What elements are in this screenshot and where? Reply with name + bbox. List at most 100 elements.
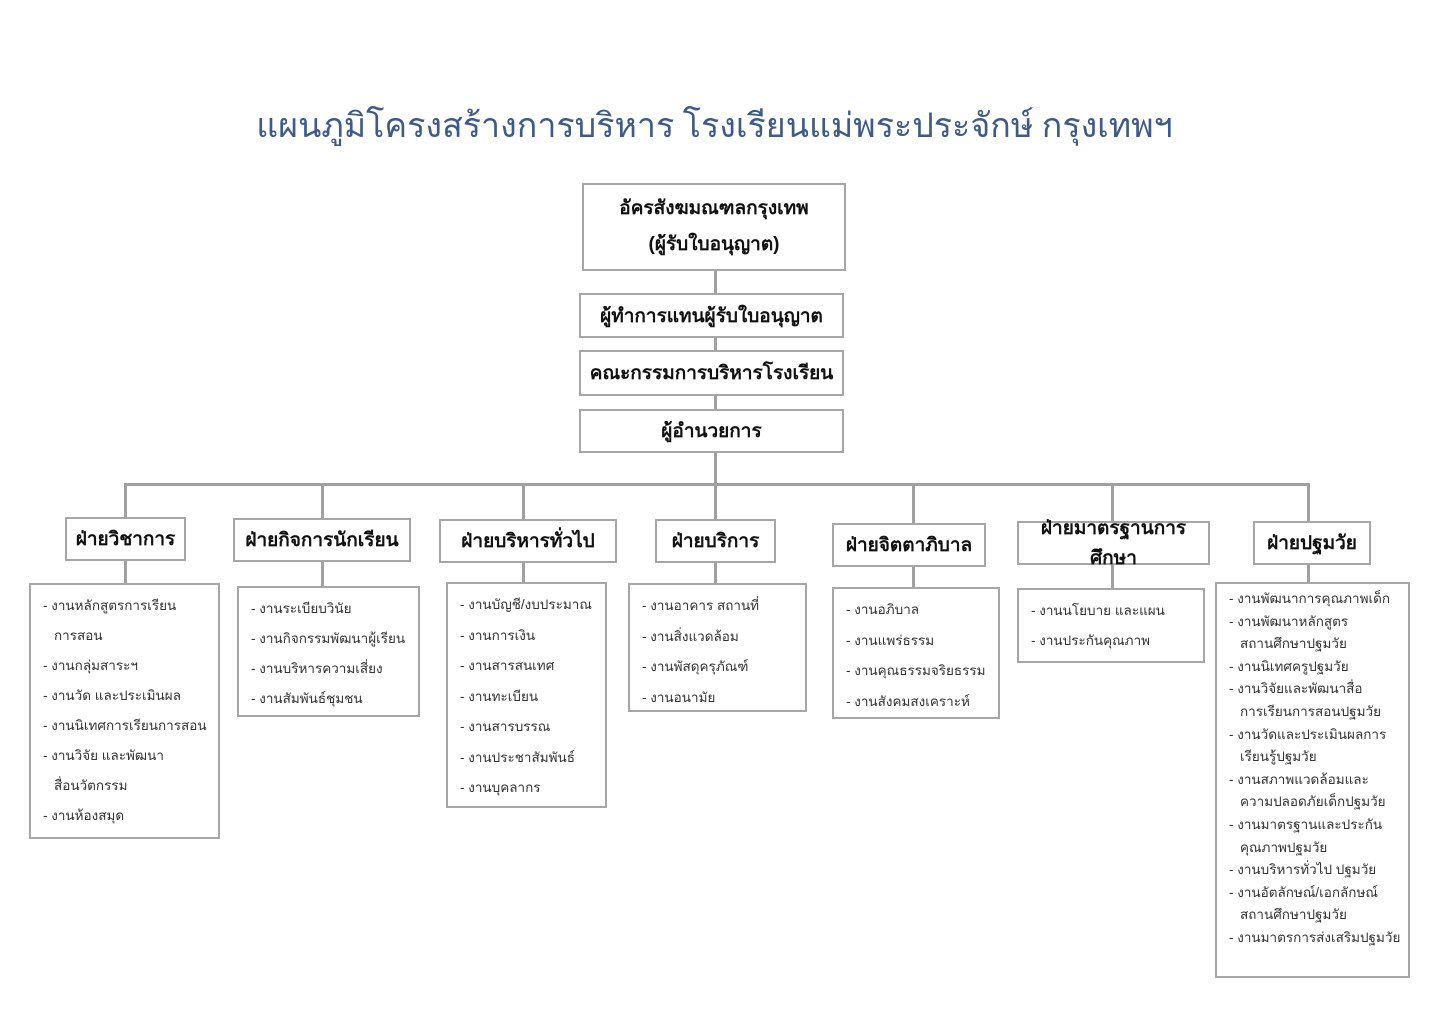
task-text: - งานระเบียบวินัย: [251, 601, 352, 616]
connector-line: [912, 567, 915, 587]
task-item: - งานประกันคุณภาพ: [1031, 626, 1193, 656]
box-label: (ผู้รับใบอนุญาต): [648, 234, 780, 255]
connector-line: [912, 485, 915, 523]
task-text: สื่อนวัตกรรม: [54, 778, 128, 793]
task-item: - งานนิเทศครูปฐมวัย: [1229, 656, 1398, 679]
connector-line: [321, 562, 324, 586]
task-text: ความปลอดภัยเด็กปฐมวัย: [1240, 794, 1386, 810]
task-text: - งานคุณธรรมจริยธรรม: [846, 663, 986, 678]
task-item: - งานระเบียบวินัย: [251, 594, 408, 624]
connector-line: [522, 563, 525, 582]
task-text: - งานสังคมสงเคราะห์: [846, 693, 970, 709]
task-text: สถานศึกษาปฐมวัย: [1240, 907, 1347, 923]
department-header: ฝ่ายบริการ: [655, 519, 776, 563]
connector-line: [1111, 485, 1114, 521]
task-text: เรียนรู้ปฐมวัย: [1240, 749, 1317, 765]
task-text: คุณภาพปฐมวัย: [1240, 839, 1328, 855]
task-text: - งานการเงิน: [460, 627, 536, 643]
connector-line: [714, 563, 717, 583]
department-header: ฝ่ายกิจการนักเรียน: [233, 518, 411, 562]
task-item: - งานอภิบาล: [846, 595, 988, 626]
department-header: ฝ่ายวิชาการ: [65, 517, 186, 561]
task-text: - งานทะเบียน: [460, 688, 539, 704]
task-item: - งานบุคลากร: [460, 773, 595, 804]
connector-line: [1307, 485, 1310, 521]
box-label: ผู้อำนวยการ: [661, 421, 762, 442]
task-item: - งานสังคมสงเคราะห์: [846, 687, 988, 718]
task-item: - งานบริหารทั่วไป ปฐมวัย: [1229, 859, 1398, 882]
connector-line: [124, 485, 127, 517]
task-item: - งานพัฒนาหลักสูตรสถานศึกษาปฐมวัย: [1229, 611, 1398, 656]
task-text: - งานห้องสมุด: [43, 808, 125, 823]
task-text: - งานบัญชี/งบประมาณ: [460, 597, 592, 612]
task-text: - งานวัดและประเมินผลการ: [1229, 726, 1387, 742]
task-item: - งานห้องสมุด: [43, 801, 208, 831]
task-item: - งานประชาสัมพันธ์: [460, 743, 595, 774]
department-header: ฝ่ายจิตตาภิบาล: [832, 523, 986, 567]
task-item: - งานอาคาร สถานที่: [642, 591, 795, 622]
connector-line: [321, 485, 324, 518]
task-text: - งานบริหารทั่วไป ปฐมวัย: [1229, 862, 1377, 878]
department-task-list: - งานบัญชี/งบประมาณ - งานการเงิน - งานสารส…: [446, 582, 607, 808]
task-text: - งานประกันคุณภาพ: [1031, 633, 1151, 648]
task-item: - งานสัมพันธ์ชุมชน: [251, 684, 408, 714]
task-text: - งานพัฒนาหลักสูตร: [1229, 613, 1349, 629]
department-task-list: - งานนโยบาย และแผน - งานประกันคุณภาพ: [1017, 588, 1205, 663]
task-text: - งานวัด และประเมินผล: [43, 688, 181, 703]
task-text: สถานศึกษาปฐมวัย: [1240, 636, 1347, 652]
task-text: - งานนโยบาย และแผน: [1031, 603, 1165, 618]
department-header: ฝ่ายบริหารทั่วไป: [439, 519, 617, 563]
task-item: - งานบริหารความเสี่ยง: [251, 654, 408, 684]
box-label: ผู้ทำการแทนผู้รับใบอนุญาต: [600, 305, 823, 327]
task-item: - งานบัญชี/งบประมาณ: [460, 590, 595, 621]
task-text: - งานมาตรฐานและประกัน: [1229, 816, 1383, 832]
task-item: - งานนโยบาย และแผน: [1031, 596, 1193, 626]
task-text: - งานพัฒนาการคุณภาพเด็ก: [1229, 591, 1391, 606]
task-item: - งานมาตรฐานและประกันคุณภาพปฐมวัย: [1229, 814, 1398, 859]
director-box: ผู้อำนวยการ: [579, 409, 844, 453]
task-text: - งานสภาพแวดล้อมและ: [1229, 771, 1369, 787]
task-text: - งานอนามัย: [642, 689, 716, 705]
task-text: - งานนิเทศการเรียนการสอน: [43, 718, 207, 733]
department-task-list: - งานระเบียบวินัย - งานกิจกรรมพัฒนาผู้เรี…: [237, 586, 420, 717]
task-text: - งานนิเทศครูปฐมวัย: [1229, 658, 1349, 674]
task-item: - งานวัดและประเมินผลการเรียนรู้ปฐมวัย: [1229, 724, 1398, 769]
licensee-box: อัครสังฆมณฑลกรุงเทพ (ผู้รับใบอนุญาต): [582, 183, 846, 271]
task-text: - งานวิจัยและพัฒนาสื่อ: [1229, 681, 1363, 697]
task-text: - งานอาคาร สถานที่: [642, 598, 760, 613]
task-item: - งานอนามัย: [642, 683, 795, 714]
task-text: - งานแพร่ธรรม: [846, 632, 935, 648]
connector-line: [124, 561, 127, 583]
task-item: - งานอัตลักษณ์/เอกลักษณ์สถานศึกษาปฐมวัย: [1229, 882, 1398, 927]
task-item: - งานวิจัย และพัฒนาสื่อนวัตกรรม: [43, 741, 208, 801]
task-text: - งานบริหารความเสี่ยง: [251, 661, 383, 676]
connector-line: [1307, 565, 1310, 582]
department-header: ฝ่ายปฐมวัย: [1253, 521, 1371, 565]
task-item: - งานมาตรการส่งเสริมปฐมวัย: [1229, 927, 1401, 950]
task-text: การสอน: [54, 628, 103, 643]
task-text: - งานอภิบาล: [846, 602, 920, 617]
task-text: - งานสัมพันธ์ชุมชน: [251, 691, 363, 706]
task-text: - งานมาตรการส่งเสริมปฐมวัย: [1229, 929, 1401, 945]
task-item: - งานกิจกรรมพัฒนาผู้เรียน: [251, 624, 408, 654]
box-label: คณะกรรมการบริหารโรงเรียน: [589, 363, 834, 384]
box-label: อัครสังฆมณฑลกรุงเทพ: [619, 198, 809, 219]
school-board-box: คณะกรรมการบริหารโรงเรียน: [579, 350, 844, 396]
task-item: - งานแพร่ธรรม: [846, 626, 988, 657]
connector-line: [1111, 565, 1114, 588]
task-item: - งานทะเบียน: [460, 682, 595, 713]
task-text: - งานหลักสูตรการเรียน: [43, 598, 177, 613]
connector-line: [714, 485, 717, 519]
task-text: - งานกิจกรรมพัฒนาผู้เรียน: [251, 631, 406, 646]
department-task-list: - งานหลักสูตรการเรียนการสอน - งานกลุ่มสาร…: [29, 583, 220, 839]
connector-line: [714, 452, 717, 486]
task-text: - งานสารสนเทศ: [460, 658, 555, 673]
task-item: - งานสภาพแวดล้อมและความปลอดภัยเด็กปฐมวัย: [1229, 769, 1398, 814]
task-text: - งานบุคลากร: [460, 780, 541, 795]
task-item: - งานสิ่งแวดล้อม: [642, 622, 795, 653]
task-item: - งานกลุ่มสาระฯ: [43, 651, 208, 681]
chart-title: แผนภูมิโครงสร้างการบริหาร โรงเรียนแม่พระ…: [256, 108, 1173, 145]
task-item: - งานคุณธรรมจริยธรรม: [846, 656, 988, 687]
connector-line: [714, 270, 717, 410]
task-text: - งานประชาสัมพันธ์: [460, 749, 575, 765]
